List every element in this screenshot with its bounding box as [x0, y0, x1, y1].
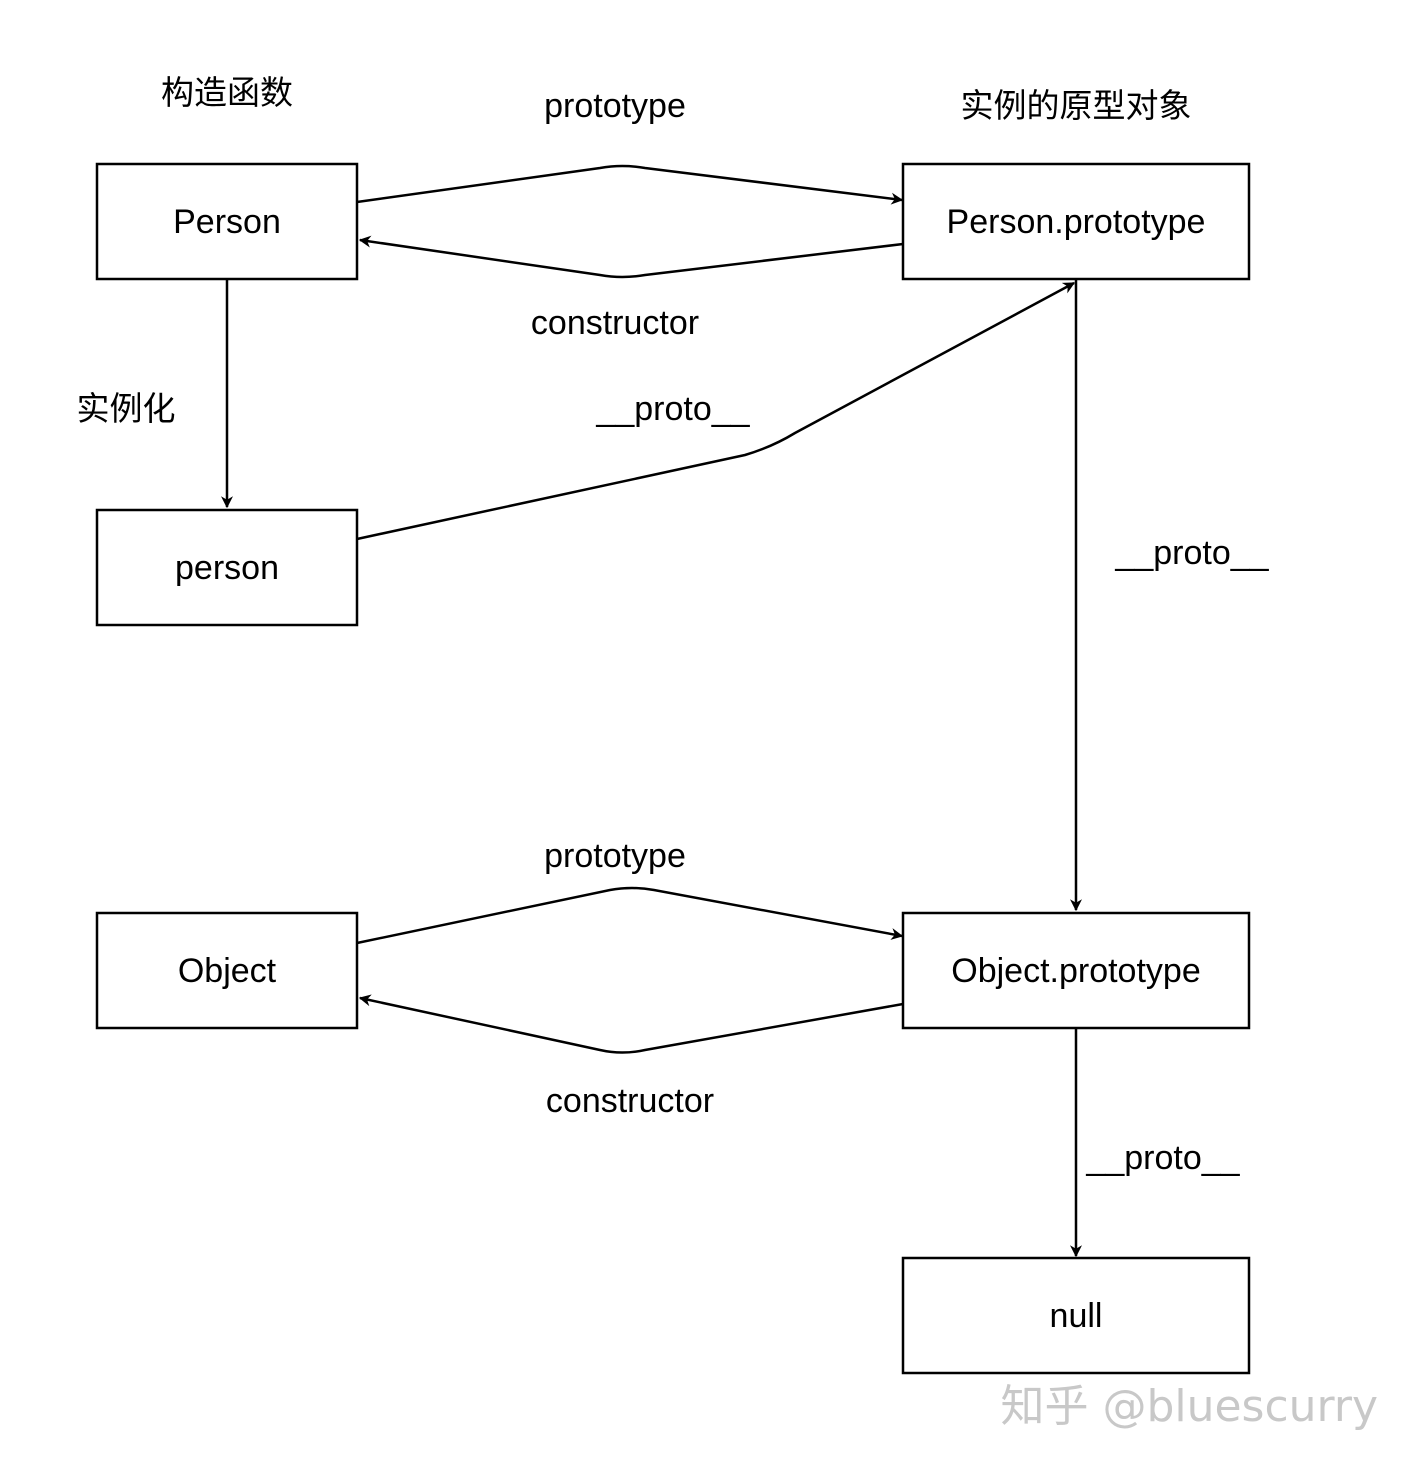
- person-prototype-label-text: Person.prototype: [947, 203, 1206, 241]
- constructor-heading: 构造函数: [161, 73, 293, 112]
- instance-prototype-heading: 实例的原型对象: [961, 86, 1192, 125]
- object-constructor-label: constructor: [546, 1082, 714, 1120]
- person-prototype-proto-label: __proto__: [1114, 534, 1269, 572]
- person-prototype-label: prototype: [544, 87, 686, 125]
- null-node: null: [901, 1256, 1251, 1375]
- person-prototype-arrow: [356, 164, 904, 205]
- person-constructor-node: Person: [95, 162, 359, 281]
- object-constructor-arrow: [358, 994, 904, 1054]
- object-prototype-node: Object.prototype: [901, 911, 1251, 1030]
- instance-proto-label: __proto__: [595, 390, 750, 428]
- person-constructor-label-text: Person: [173, 203, 281, 241]
- object-prototype-proto-label: __proto__: [1085, 1139, 1240, 1177]
- null-label-text: null: [1050, 1297, 1103, 1335]
- object-constructor-node: Object: [95, 911, 359, 1030]
- watermark: 知乎 @bluescurry: [1000, 1381, 1378, 1432]
- object-prototype-label: prototype: [544, 837, 686, 875]
- person-instance-label-text: person: [175, 549, 279, 587]
- instantiate-label: 实例化: [77, 389, 176, 428]
- person-constructor-arrow: [358, 235, 904, 279]
- instance-proto-arrow: [356, 281, 1076, 541]
- object-prototype-label-text: Object.prototype: [951, 952, 1200, 990]
- person-instance-node: person: [95, 508, 359, 627]
- object-constructor-label-text: Object: [178, 952, 277, 990]
- person-constructor-label: constructor: [531, 304, 699, 342]
- person-prototype-node: Person.prototype: [901, 162, 1251, 281]
- object-prototype-arrow: [356, 886, 904, 945]
